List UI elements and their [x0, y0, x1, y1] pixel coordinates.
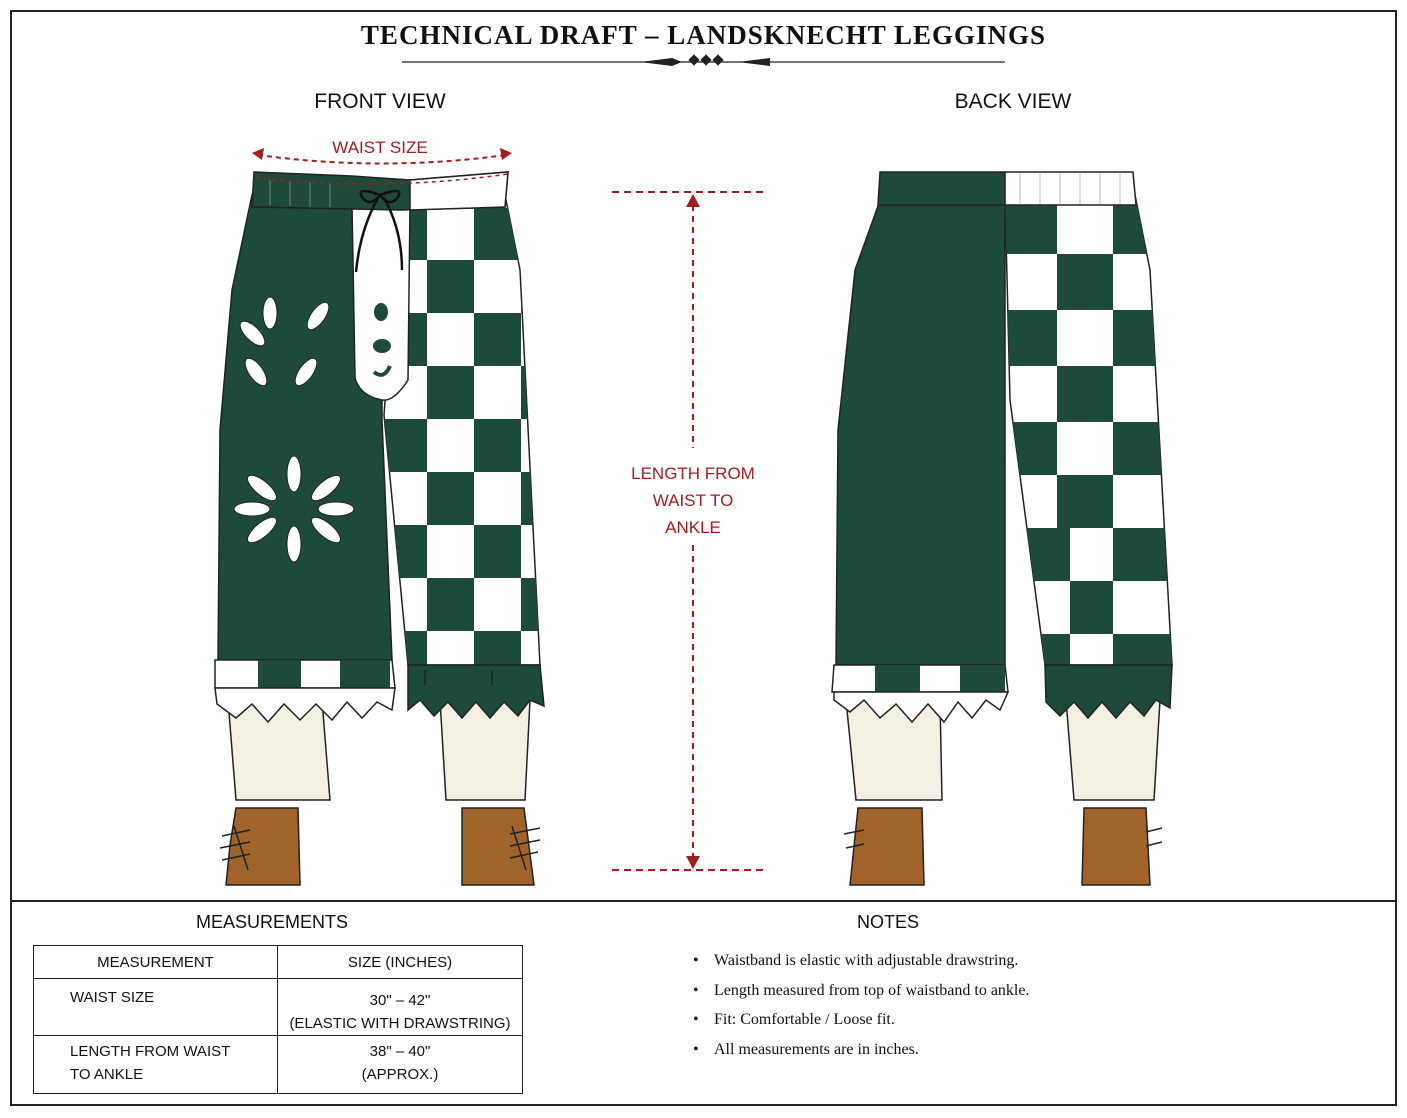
measurement-name: LENGTH FROM WAIST [70, 1043, 231, 1060]
front-leggings-illustration [214, 171, 545, 886]
drawing-frame [10, 10, 1397, 1106]
boot-left-icon [225, 807, 301, 886]
length-label-line-2: WAIST TO [652, 491, 734, 510]
front-view-label: FRONT VIEW [314, 90, 446, 113]
note-item: Length measured from top of waistband to… [693, 982, 1030, 1012]
length-label-line-3: ANKLE [665, 518, 721, 537]
back-boot-left-icon [849, 807, 925, 886]
measurements-table: MEASUREMENT SIZE (INCHES) WAIST SIZE 30"… [33, 945, 523, 1094]
section-divider [10, 900, 1397, 902]
page-title: TECHNICAL DRAFT – LANDSKNECHT LEGGINGS [360, 20, 1047, 50]
measurement-value-cell: 38" – 40" (APPROX.) [277, 1035, 523, 1094]
length-label-line-1: LENGTH FROM [631, 464, 755, 483]
measurement-name-cont: TO ANKLE [70, 1066, 144, 1083]
measurements-title: MEASUREMENTS [195, 912, 348, 932]
measurement-value-cell: 30" – 42" (ELASTIC WITH DRAWSTRING) [277, 978, 523, 1036]
measurement-value-note: (APPROX.) [361, 1066, 439, 1083]
notes-title: NOTES [856, 912, 919, 932]
table-row: WAIST SIZE 30" – 42" (ELASTIC WITH DRAWS… [33, 978, 523, 1036]
column-header-measurement: MEASUREMENT [33, 945, 278, 979]
measurement-value-note: (ELASTIC WITH DRAWSTRING) [289, 1015, 511, 1032]
note-item: All measurements are in inches. [693, 1041, 1029, 1071]
measurement-name-cell: LENGTH FROM WAIST TO ANKLE [33, 1035, 278, 1094]
note-item: Fit: Comfortable / Loose fit. [693, 1011, 1029, 1041]
table-row: LENGTH FROM WAIST TO ANKLE 38" – 40" (AP… [33, 1035, 523, 1094]
waist-size-label: WAIST SIZE [332, 138, 428, 157]
back-boot-right-icon [1081, 807, 1151, 886]
table-header-row: MEASUREMENT SIZE (INCHES) [33, 945, 523, 979]
measurement-value: 30" – 42" [369, 992, 431, 1009]
measurement-value: 38" – 40" [369, 1043, 431, 1060]
back-leggings-illustration [831, 171, 1173, 886]
title-ornament [402, 54, 1005, 66]
measurement-name: WAIST SIZE [70, 989, 155, 1006]
back-view-label: BACK VIEW [954, 90, 1072, 113]
length-dimension-arrow [612, 191, 766, 871]
notes-list: Waistband is elastic with adjustable dra… [690, 952, 1030, 1071]
length-label: LENGTH FROM WAIST TO ANKLE [593, 460, 793, 541]
boot-right-icon [461, 807, 535, 886]
waist-dimension-arrow [252, 148, 512, 185]
measurement-name-cell: WAIST SIZE [33, 978, 278, 1036]
note-item: Waistband is elastic with adjustable dra… [693, 952, 1029, 982]
column-header-size: SIZE (INCHES) [277, 945, 523, 979]
illustration [214, 54, 1173, 886]
